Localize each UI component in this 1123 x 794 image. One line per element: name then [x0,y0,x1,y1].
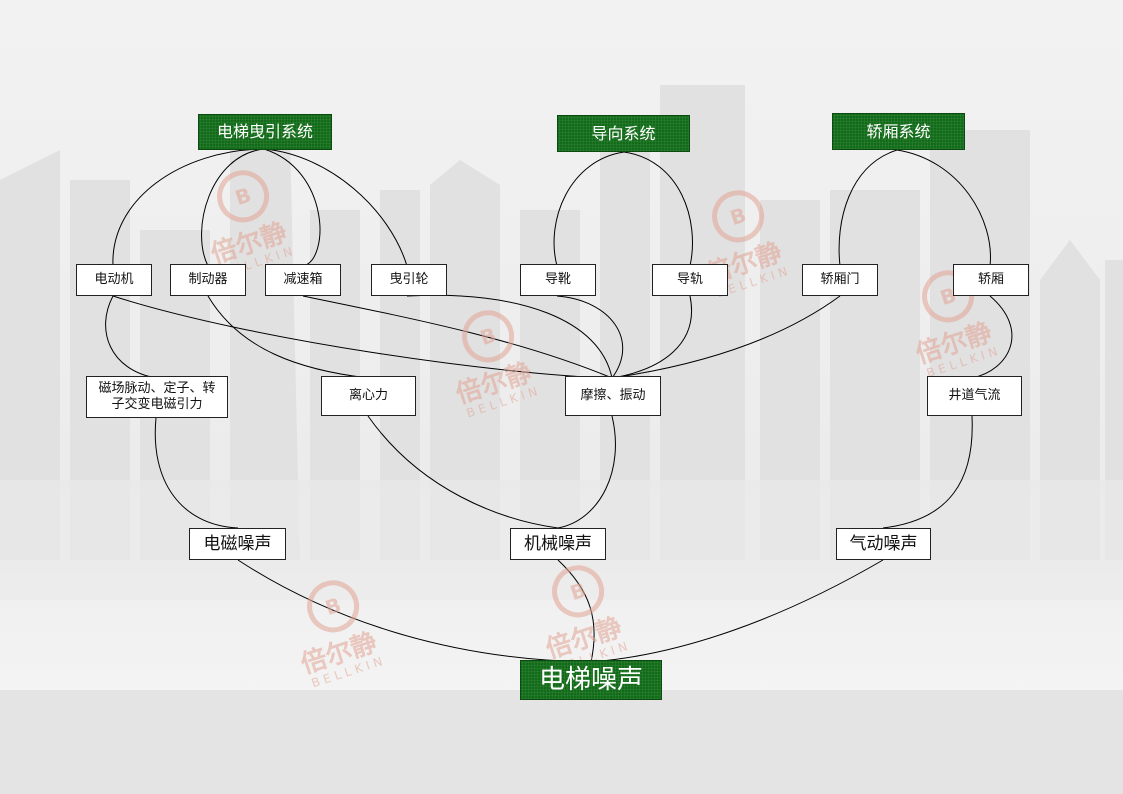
edge-traction-motor [112,148,265,267]
node-car-system: 轿厢系统 [832,113,965,150]
edge-friction-mech [557,415,616,529]
node-magnetic-cause: 磁场脉动、定子、转子交变电磁引力 [86,376,228,418]
edge-traction-gearbox [201,148,265,267]
node-traction-system: 电梯曳引系统 [198,114,332,150]
node-sheave: 曳引轮 [371,264,447,296]
node-guide-shoe: 导靴 [520,264,596,296]
node-mechanical-noise: 机械噪声 [510,528,606,560]
node-motor: 电动机 [76,264,152,296]
edge-em-root [237,559,592,663]
edge-guide-rail [623,151,693,267]
node-elevator-noise-root: 电梯噪声 [520,660,662,700]
edge-magnetic-em [154,417,239,529]
edge-air-aero [882,415,973,529]
node-centrifugal-cause: 离心力 [321,376,416,416]
edge-brake-centrifugal [207,295,369,379]
edge-guide-shoe [553,151,625,267]
node-electromagnetic-noise: 电磁噪声 [189,528,286,560]
node-car-door: 轿厢门 [802,264,878,296]
edge-car-air [971,295,1013,379]
edge-motor-magnetic [105,295,157,379]
edge-traction-sheave [263,148,408,267]
node-aerodynamic-noise: 气动噪声 [836,528,931,560]
edge-shoe-friction [556,295,624,379]
edge-sheave-friction [406,294,613,379]
edge-car [896,149,991,267]
edge-traction-brake [263,148,321,267]
edge-centrifugal-mech [367,415,559,529]
node-brake: 制动器 [170,264,246,296]
node-gearbox: 减速箱 [265,264,341,296]
edge-car-door [838,149,898,267]
node-friction-cause: 摩擦、振动 [565,376,661,416]
edge-mech-root [557,559,595,663]
node-guide-rail: 导轨 [652,264,728,296]
node-guide-system: 导向系统 [557,115,690,152]
edge-aero-root [590,559,884,663]
edge-gearbox-friction [302,295,613,379]
node-shaft-air-cause: 井道气流 [927,376,1022,416]
edge-rail-friction [611,295,692,379]
edge-door-friction [611,295,841,379]
edge-motor-friction [112,295,613,379]
node-car: 轿厢 [953,264,1029,296]
